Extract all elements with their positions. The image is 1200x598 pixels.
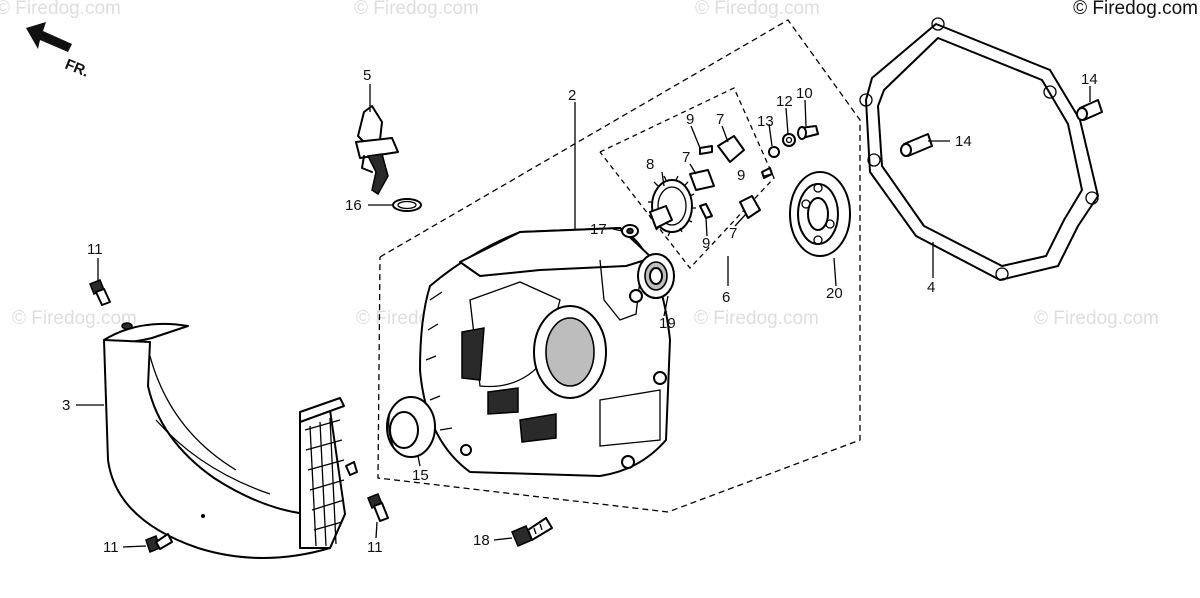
pin bbox=[699, 145, 713, 155]
callout-9: 9 bbox=[702, 235, 710, 252]
callout-14: 14 bbox=[955, 133, 972, 150]
crankcase-cover bbox=[419, 227, 671, 477]
front-direction-arrow-icon: FR. bbox=[26, 22, 91, 81]
o-ring bbox=[392, 198, 422, 212]
washer bbox=[768, 146, 780, 158]
pin bbox=[761, 167, 773, 179]
oil-seal bbox=[386, 396, 436, 458]
watermark: © Firedog.com bbox=[695, 0, 820, 19]
oil-filler-cap bbox=[355, 105, 399, 196]
direction-label: FR. bbox=[63, 56, 92, 81]
dowel-pin bbox=[1076, 99, 1103, 121]
callout-13: 13 bbox=[757, 113, 774, 130]
watermark-group: © Firedog.com © Firedog.com © Firedog.co… bbox=[0, 0, 1159, 329]
watermark: © Firedog.com bbox=[0, 0, 121, 19]
callout-7: 7 bbox=[716, 111, 724, 128]
flange-bolt bbox=[367, 493, 389, 522]
callout-labels: 5 16 11 3 11 2 9 7 7 8 9 17 9 7 6 19 13 … bbox=[62, 67, 1098, 556]
flange-bolt bbox=[145, 533, 173, 553]
dowel-pin bbox=[900, 133, 933, 157]
callout-3: 3 bbox=[62, 397, 70, 414]
pin bbox=[699, 203, 713, 219]
callout-7: 7 bbox=[729, 225, 737, 242]
governor-gear bbox=[648, 175, 696, 237]
shaft bbox=[797, 125, 819, 140]
callout-4: 4 bbox=[927, 279, 935, 296]
washer bbox=[782, 133, 796, 147]
callout-16: 16 bbox=[345, 197, 362, 214]
callout-9: 9 bbox=[737, 167, 745, 184]
callout-12: 12 bbox=[776, 93, 793, 110]
callout-15: 15 bbox=[412, 467, 429, 484]
callout-2: 2 bbox=[568, 87, 576, 104]
copyright-text: © Firedog.com bbox=[1073, 0, 1198, 19]
callout-8: 8 bbox=[646, 156, 654, 173]
callout-11: 11 bbox=[367, 539, 383, 556]
bearing bbox=[789, 171, 851, 257]
watermark: © Firedog.com bbox=[12, 308, 137, 329]
callout-17: 17 bbox=[590, 221, 607, 238]
callout-6: 6 bbox=[722, 289, 730, 306]
watermark: © Firedog.com bbox=[694, 308, 819, 329]
callout-7: 7 bbox=[682, 149, 690, 166]
governor-weight bbox=[739, 195, 761, 219]
bearing bbox=[637, 253, 675, 299]
callout-19: 19 bbox=[659, 315, 676, 332]
callout-9: 9 bbox=[686, 111, 694, 128]
watermark: © Firedog.com bbox=[1034, 308, 1159, 329]
callout-5: 5 bbox=[363, 67, 371, 84]
fan-cover bbox=[103, 322, 358, 559]
washer bbox=[621, 224, 639, 238]
flange-bolt bbox=[511, 517, 553, 547]
callout-20: 20 bbox=[826, 285, 843, 302]
leader-lines bbox=[76, 84, 1091, 548]
callout-14: 14 bbox=[1081, 71, 1098, 88]
gasket bbox=[859, 17, 1099, 281]
callout-10: 10 bbox=[796, 85, 813, 102]
callout-11: 11 bbox=[87, 241, 103, 258]
flange-bolt bbox=[89, 279, 111, 306]
watermark: © Firedog.com bbox=[354, 0, 479, 19]
callout-18: 18 bbox=[473, 532, 490, 549]
governor-weight bbox=[689, 169, 715, 191]
assembly-outline bbox=[377, 19, 861, 513]
governor-weight bbox=[717, 135, 745, 163]
subassembly-outline bbox=[599, 87, 775, 270]
callout-11: 11 bbox=[103, 539, 119, 556]
